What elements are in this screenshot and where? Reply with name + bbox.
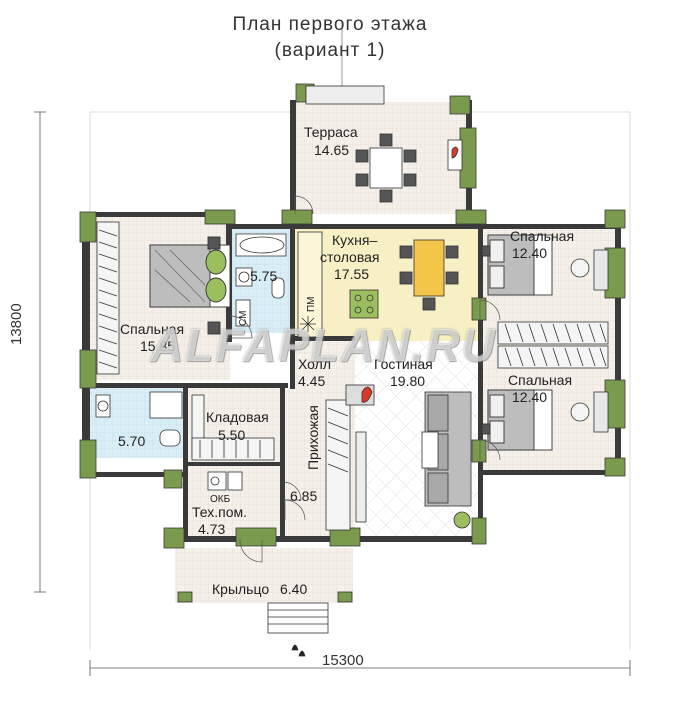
label-washer: СМ	[238, 311, 249, 326]
label-hall: Холл	[298, 356, 331, 372]
label-boiler: ОКБ	[210, 494, 231, 505]
wardrobes	[96, 221, 609, 531]
watermark: ALFAPLAN.RU	[150, 319, 497, 371]
desks	[570, 249, 609, 433]
label-terrace: Терраса	[304, 124, 358, 140]
terrace-furniture	[305, 85, 463, 203]
area-entry: 6.85	[290, 488, 317, 504]
bath-low-fixtures	[95, 391, 183, 447]
porch-steps	[177, 591, 353, 657]
area-bedroom-se: 12.40	[512, 389, 547, 405]
tech-fixtures	[207, 471, 243, 491]
area-bedroom-ne: 12.40	[512, 245, 547, 261]
doors	[229, 195, 501, 563]
label-bedroom-west: Спальная	[120, 321, 184, 337]
area-bath-low: 5.70	[118, 433, 145, 449]
beds	[149, 234, 553, 451]
area-kitchen: 17.55	[334, 266, 369, 282]
walls-green	[79, 83, 626, 549]
area-porch: 6.40	[280, 581, 307, 597]
label-bedroom-ne: Спальная	[510, 228, 574, 244]
floor-hall	[295, 341, 355, 389]
dimension-height: 13800	[8, 303, 25, 345]
plan-subtitle: (вариант 1)	[274, 40, 386, 61]
label-living: Гостиная	[374, 356, 433, 372]
floor-porch	[175, 548, 353, 603]
area-bedroom-west: 15.85	[140, 338, 175, 354]
label-entry: Прихожая	[305, 405, 321, 470]
label-dishwasher: ПМ	[306, 296, 317, 312]
label-porch: Крыльцо	[212, 581, 269, 597]
area-storage: 5.50	[218, 427, 245, 443]
kitchen-fixtures	[297, 231, 459, 338]
area-living: 19.80	[390, 373, 425, 389]
label-tech: Тех.пом.	[192, 504, 247, 520]
area-terrace: 14.65	[314, 142, 349, 158]
label-kitchen-2: столовая	[320, 249, 380, 265]
room-labels: Терраса 14.65 Спальная 15.85 5.75 Кухня–…	[118, 124, 574, 597]
label-kitchen-1: Кухня–	[332, 232, 377, 248]
area-bath-top: 5.75	[250, 268, 277, 284]
bath-top-fixtures	[235, 233, 287, 327]
plan-title: План первого этажа	[232, 14, 428, 35]
dimension-width: 15300	[322, 652, 364, 669]
label-bedroom-se: Спальная	[508, 372, 572, 388]
area-hall: 4.45	[298, 373, 325, 389]
area-tech: 4.73	[198, 521, 225, 537]
label-storage: Кладовая	[206, 409, 269, 425]
living-furniture	[345, 384, 472, 529]
